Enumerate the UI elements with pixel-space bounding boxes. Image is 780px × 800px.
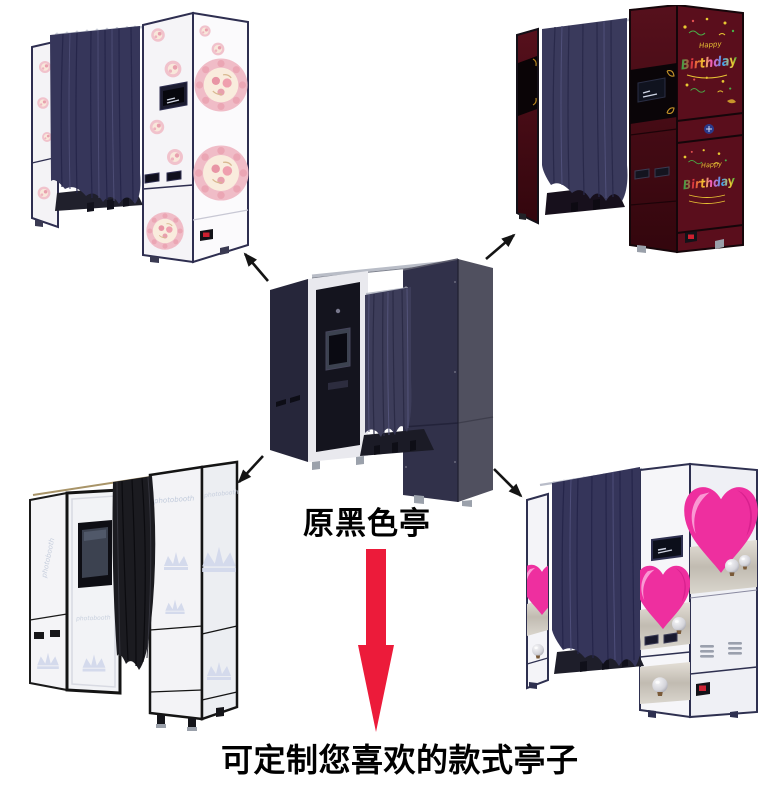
birthday-word-text-lower: Birthday (682, 173, 736, 193)
hearts-booth-image (526, 462, 758, 719)
birthday-happy-text-upper: Happy (699, 40, 723, 50)
red-down-arrow (358, 549, 394, 732)
photobooth-watermark-side: photobooth (203, 489, 239, 500)
photobooth-watermark-door: photobooth (75, 614, 111, 622)
center-booth-label: 原黑色亭 (303, 506, 431, 542)
photobooth-watermark-front: photobooth (153, 494, 195, 505)
birthday-booth-image: Happy Birthday Happy Birthday (516, 5, 744, 254)
white-panel-booth-image: photobooth photobooth photobooth photobo… (29, 460, 239, 731)
birthday-word-text-upper: Birthday (680, 53, 738, 74)
original-black-booth-image (270, 258, 494, 507)
floral-booth-image (31, 11, 250, 264)
bottom-caption: 可定制您喜欢的款式亭子 (221, 741, 579, 779)
birthday-happy-text-lower: Happy (701, 160, 723, 170)
